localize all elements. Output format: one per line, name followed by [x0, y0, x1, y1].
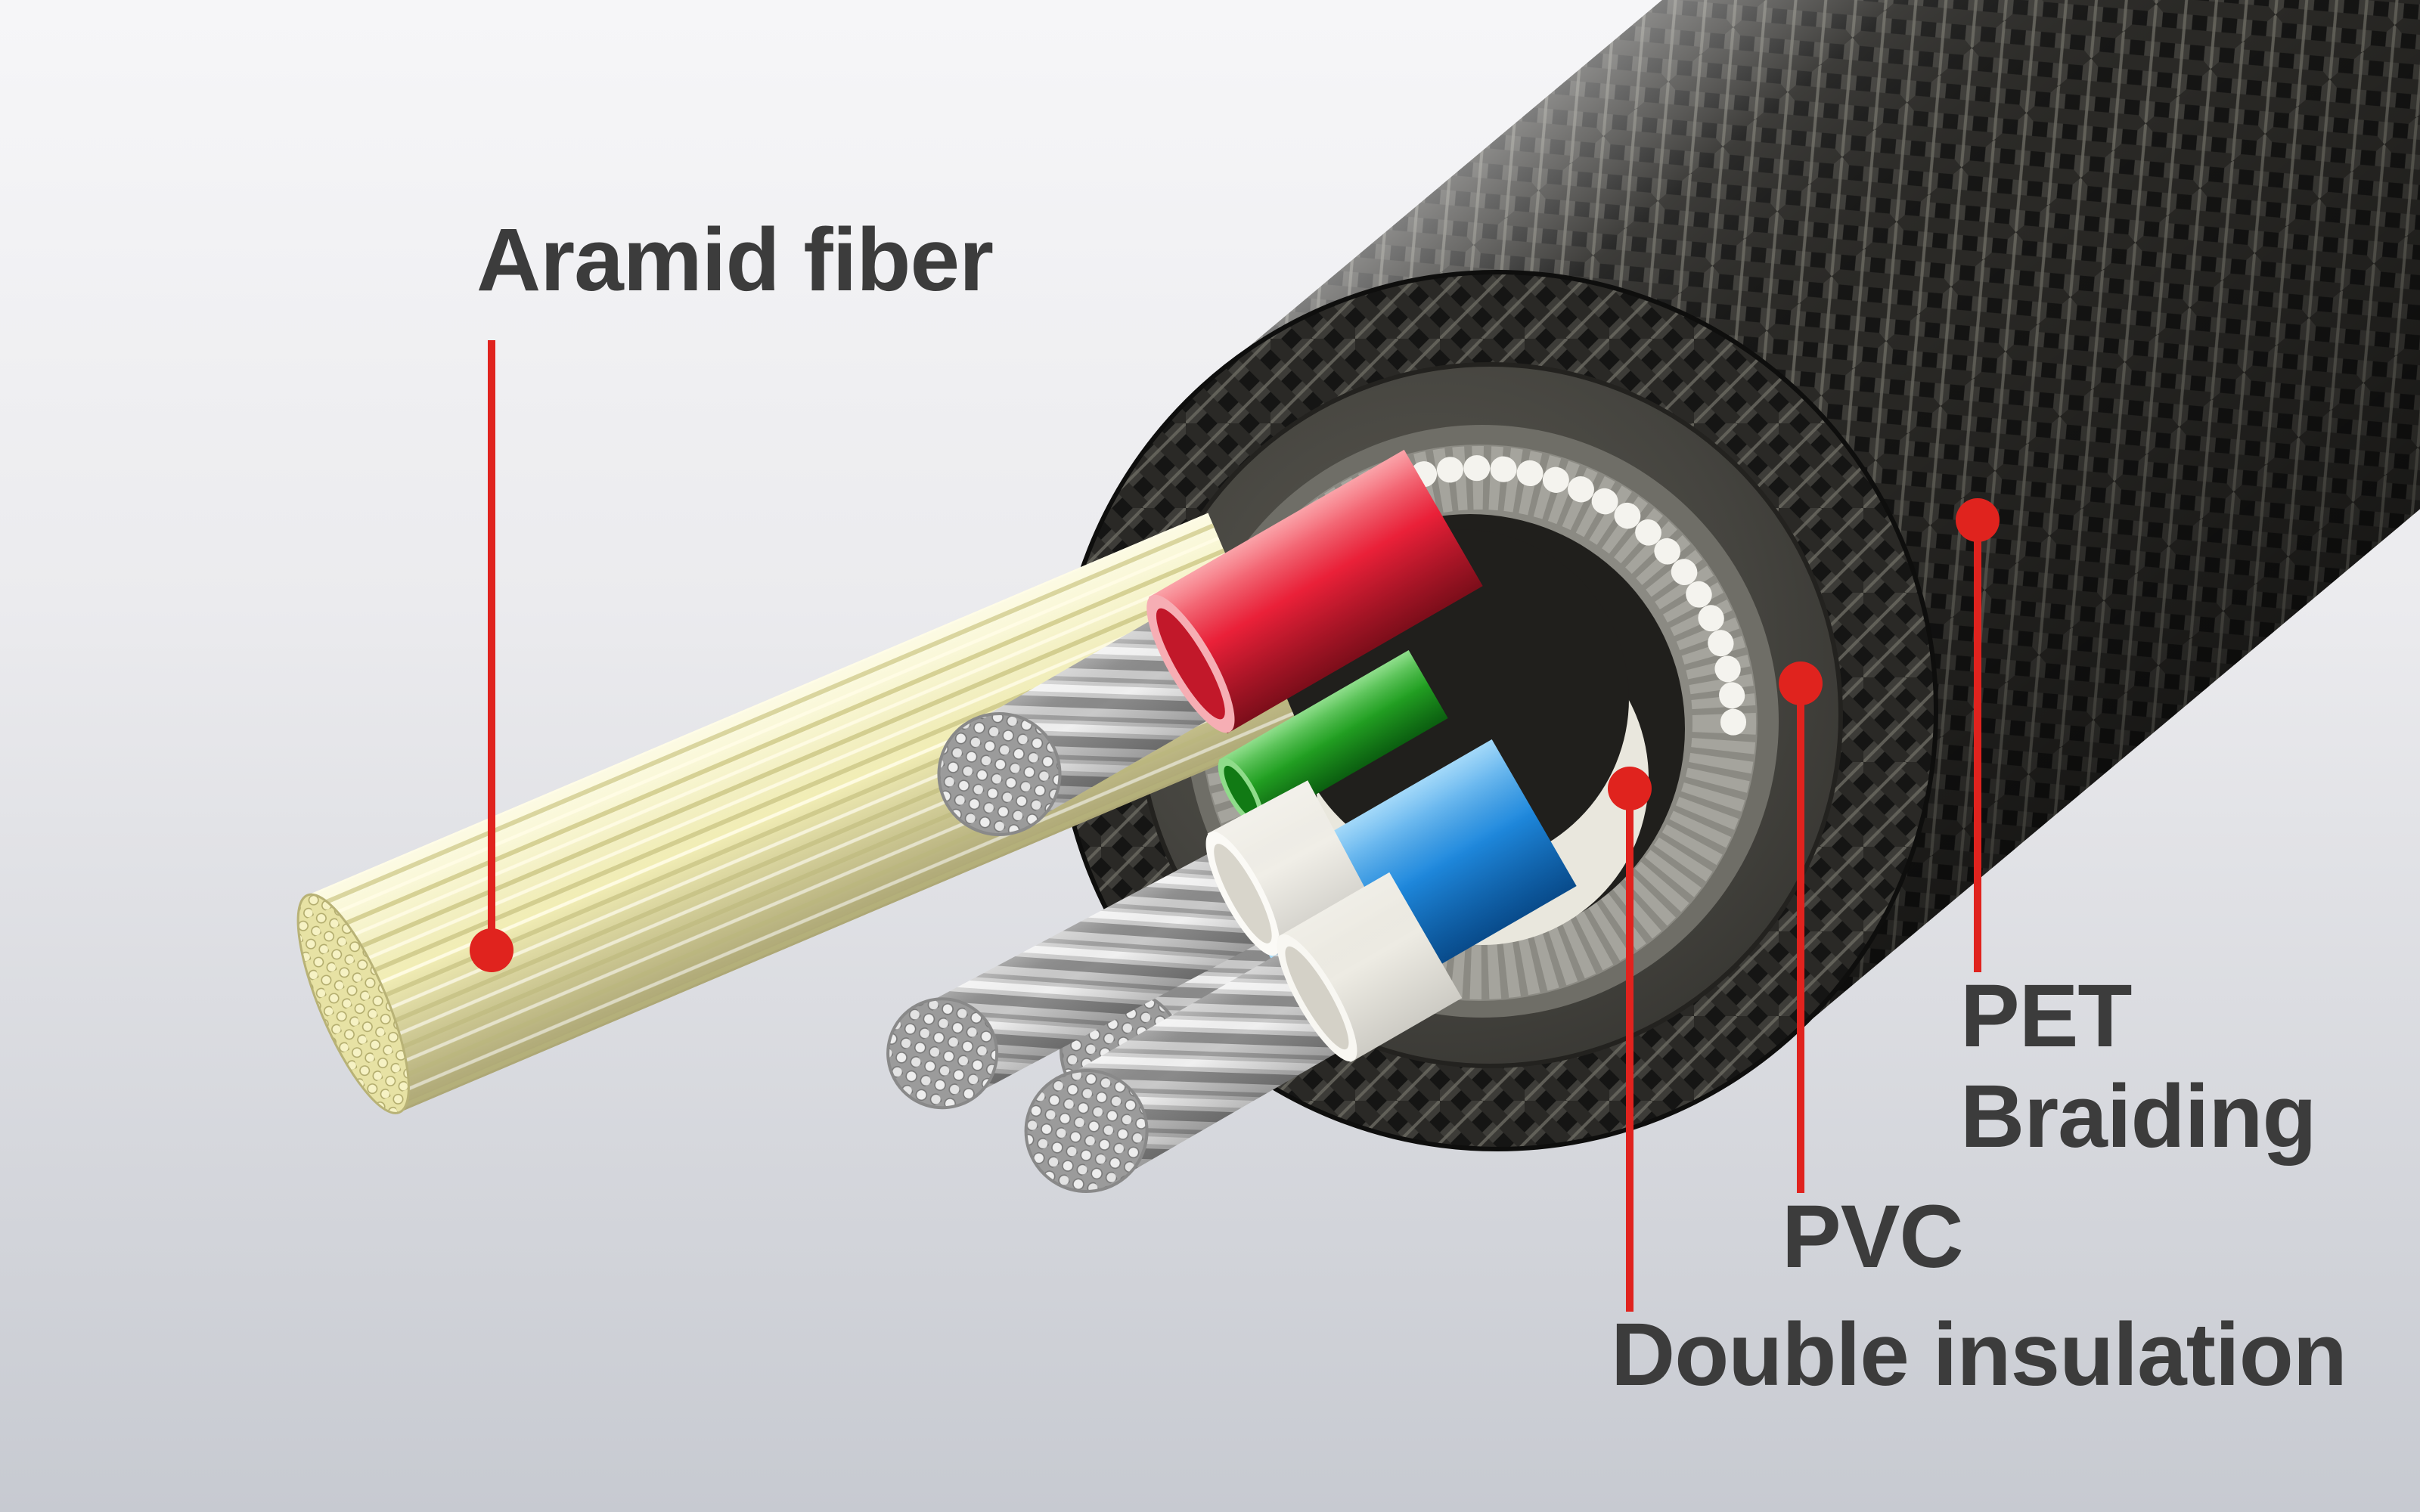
aramid-fiber-bundle: [296, 513, 1301, 1114]
callout-dot-double-insulation: [1608, 767, 1652, 810]
callout-dot-aramid: [470, 928, 513, 972]
wire-red: [937, 449, 1483, 836]
callout-line-pvc: [1797, 682, 1804, 1193]
callout-dot-pet: [1956, 498, 2000, 542]
label-double-insulation: Double insulation: [1611, 1305, 2347, 1405]
label-pvc: PVC: [1782, 1187, 1964, 1287]
conductor-white-b-cross-section: [1024, 1069, 1149, 1193]
conductor-white-a-cross-section: [886, 997, 999, 1110]
callout-line-pet: [1974, 519, 1981, 972]
label-pet-braiding: PET Braiding: [1960, 966, 2317, 1167]
callout-line-aramid: [488, 340, 495, 953]
aramid-fiber-ends: [296, 893, 410, 1114]
wire-green: [1218, 649, 1448, 829]
wire-white-b: [1024, 872, 1463, 1193]
conductor-red-cross-section: [937, 712, 1062, 836]
label-aramid-fiber: Aramid fiber: [476, 210, 994, 310]
callout-dot-pvc: [1779, 662, 1823, 705]
callout-line-double-insulation: [1626, 787, 1634, 1312]
